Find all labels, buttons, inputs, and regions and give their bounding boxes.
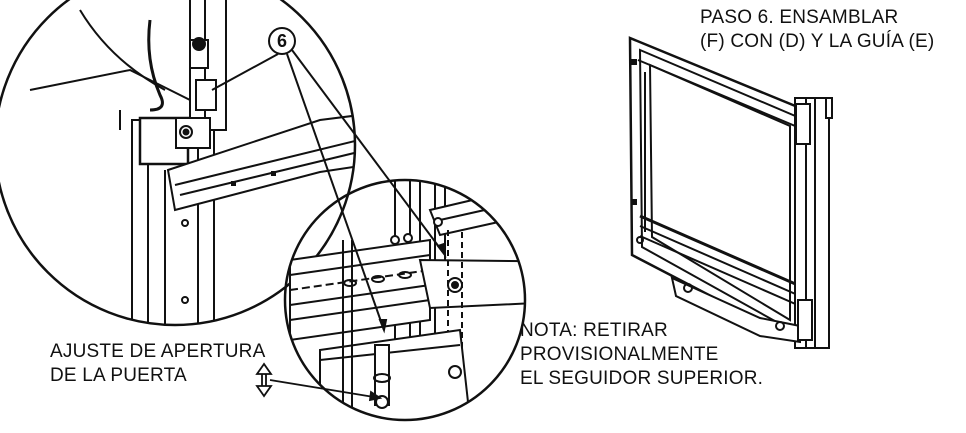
note-line-2: PROVISIONALMENTE (520, 344, 719, 365)
detail-circle-middle (283, 178, 527, 422)
adjust-double-arrow (255, 362, 383, 402)
note-label: NOTA: RETIRAR PROVISIONALMENTE EL SEGUID… (520, 319, 763, 391)
callout-6 (211, 27, 447, 334)
adjust-label: AJUSTE DE APERTURA DE LA PUERTA (50, 340, 265, 388)
step-title-line-1: PASO 6. ENSAMBLAR (700, 7, 899, 28)
adjust-line-2: DE LA PUERTA (50, 365, 187, 386)
note-line-3: EL SEGUIDOR SUPERIOR. (520, 368, 764, 389)
callout-number: 6 (276, 31, 287, 51)
adjust-line-1: AJUSTE DE APERTURA (50, 341, 266, 362)
detail-circle-left (0, 0, 357, 327)
note-line-1: NOTA: RETIRAR (520, 320, 668, 341)
step-title-line-2: (F) CON (D) Y LA GUÍA (E) (700, 31, 935, 52)
step-title: PASO 6. ENSAMBLAR (F) CON (D) Y LA GUÍA … (700, 6, 934, 54)
door-frame-assembly (628, 36, 833, 349)
